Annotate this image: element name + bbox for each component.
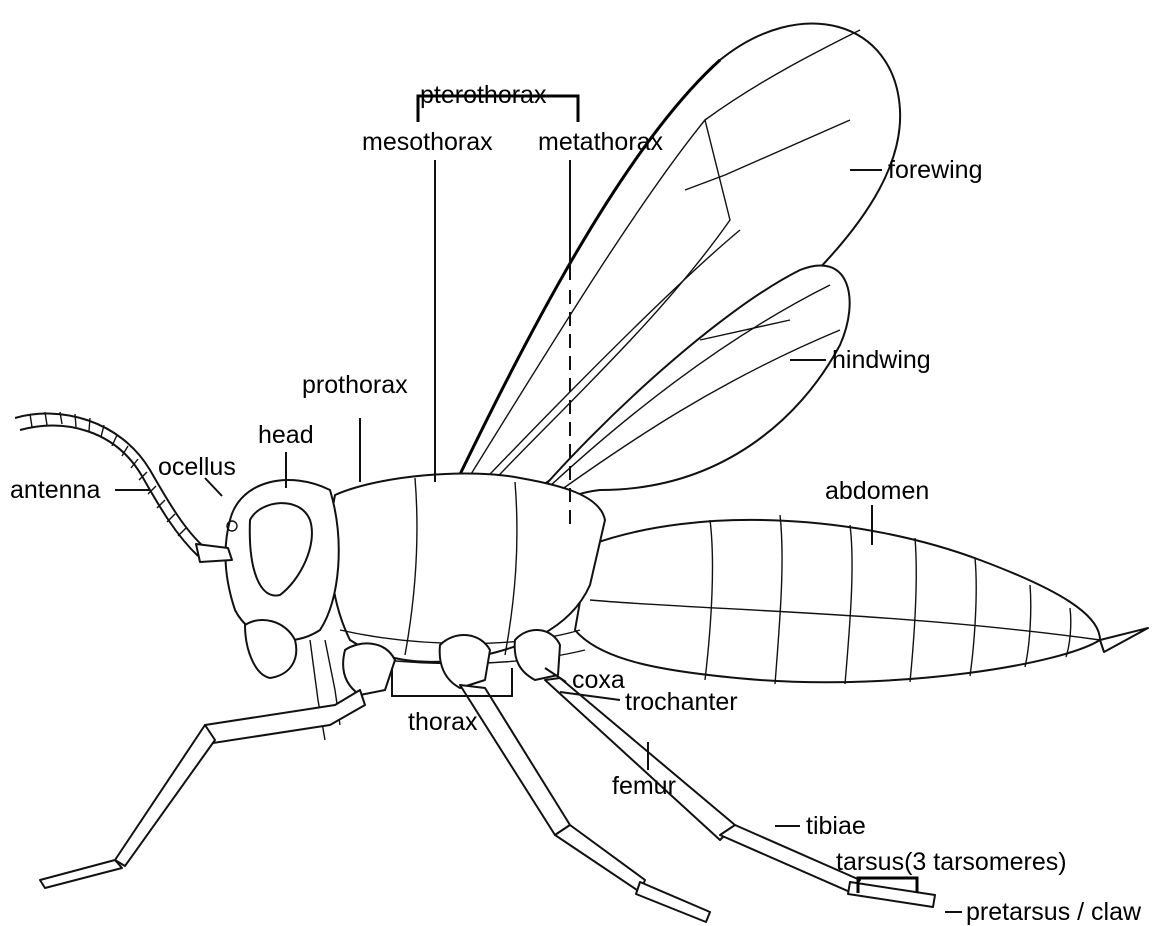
label-coxa: coxa xyxy=(572,666,625,694)
label-hindwing: hindwing xyxy=(832,346,931,374)
label-abdomen: abdomen xyxy=(825,477,929,505)
label-antenna: antenna xyxy=(10,476,100,504)
label-pretarsus: pretarsus / claw xyxy=(966,898,1142,926)
label-thorax: thorax xyxy=(408,708,478,736)
label-mesothorax: mesothorax xyxy=(362,128,493,156)
label-metathorax: metathorax xyxy=(538,128,664,156)
label-tibiae: tibiae xyxy=(806,812,866,840)
label-pterothorax: pterothorax xyxy=(420,81,547,109)
head-shape xyxy=(225,480,340,740)
abdomen-shape xyxy=(575,515,1148,684)
label-ocellus: ocellus xyxy=(158,453,236,481)
front-leg-shape xyxy=(40,643,395,888)
label-head: head xyxy=(258,421,314,449)
label-trochanter: trochanter xyxy=(625,688,738,716)
label-femur: femur xyxy=(612,772,676,800)
label-tarsus: tarsus(3 tarsomeres) xyxy=(836,848,1067,876)
label-prothorax: prothorax xyxy=(302,371,408,399)
label-forewing: forewing xyxy=(888,156,983,184)
